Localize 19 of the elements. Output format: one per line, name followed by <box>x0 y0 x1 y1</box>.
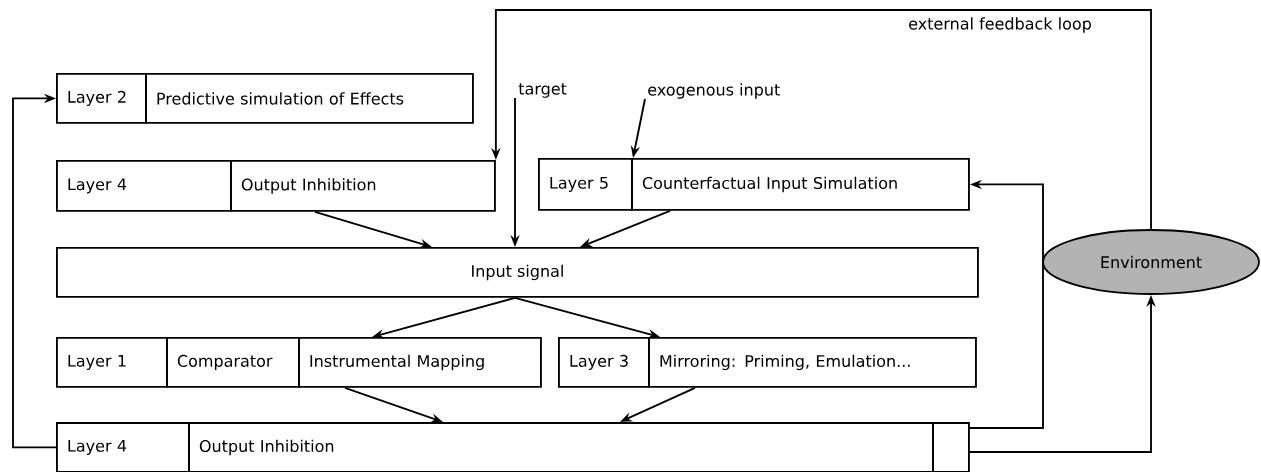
empty-cell <box>932 422 970 472</box>
layer-label-cell: Layer 4 <box>56 160 232 212</box>
layer-label-cell: Layer 1 <box>56 337 168 388</box>
layer-label-cell: Layer 5 <box>538 158 633 211</box>
function-cell: Comparator <box>166 337 300 388</box>
function-cell: Output Inhibition <box>188 422 934 472</box>
edge-label: external feedback loop <box>906 15 1094 35</box>
function-cell: Mirroring: Priming, Emulation... <box>648 337 977 388</box>
signal-label: exogenous input <box>648 83 780 99</box>
arrow <box>12 93 57 449</box>
function-cell: Counterfactual Input Simulation <box>631 158 970 211</box>
input-signal-bar: Input signal <box>56 247 979 298</box>
layer-label-cell: Layer 4 <box>56 422 190 472</box>
signal-label: target <box>518 83 567 98</box>
function-cell: Predictive simulation of Effects <box>145 73 474 124</box>
function-cell: Instrumental Mapping <box>298 337 542 388</box>
function-cell: Output Inhibition <box>230 160 496 212</box>
layer-label-cell: Layer 3 <box>558 337 650 388</box>
layer-label-cell: Layer 2 <box>56 73 147 124</box>
